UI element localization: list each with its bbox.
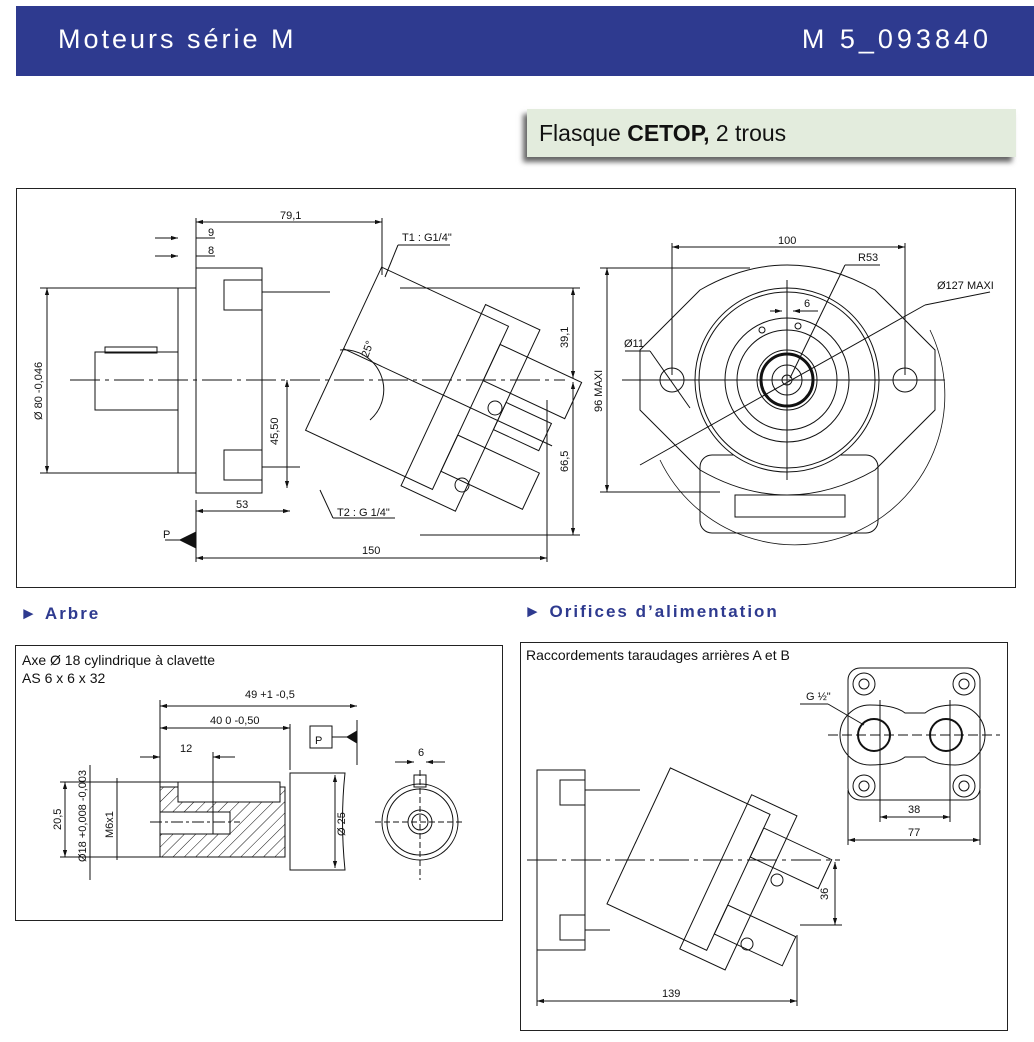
front-dimension-labels: 100 R53 Ø127 MAXI 6 Ø11 96 MAXI (593, 235, 994, 412)
port-thread-label: G ½" (806, 691, 831, 703)
subtitle-bold: CETOP, (627, 120, 710, 146)
dim-20-5: 20,5 (52, 809, 64, 830)
series-title: Moteurs série M (58, 24, 297, 54)
dim-150: 150 (362, 545, 380, 557)
dim-key-width-6: 6 (418, 747, 424, 759)
dim-100: 100 (778, 235, 796, 247)
datum-p-label: P (163, 529, 170, 541)
main-dimensions (40, 218, 580, 562)
dim-66-5: 66,5 (559, 451, 571, 472)
dim-45-50: 45,50 (269, 417, 281, 445)
dim-r53: R53 (858, 252, 878, 264)
port-t1-label: T1 : G1/4" (402, 232, 452, 244)
dim-diameter-25: Ø 25 (336, 812, 348, 836)
dim-79-1: 79,1 (280, 210, 301, 222)
ports-dimensions (536, 700, 981, 1006)
dim-139: 139 (662, 988, 680, 1000)
dim-53: 53 (236, 499, 248, 511)
product-code: M 5_093840 (801, 24, 992, 54)
front-dimensions (600, 243, 991, 493)
page-header: Moteurs série M M 5_093840 (16, 6, 1034, 76)
dim-38: 38 (908, 804, 920, 816)
dim-diameter-18: Ø18 +0,008 -0,003 (77, 770, 89, 862)
dim-m6x1: M6x1 (104, 811, 116, 838)
arbre-description: Axe Ø 18 cylindrique à clavette AS 6 x 6 … (22, 651, 215, 687)
dim-36: 36 (819, 888, 831, 900)
dim-96-maxi: 96 MAXI (593, 370, 605, 412)
orifices-note: Raccordements taraudages arrières A et B (526, 647, 790, 663)
arbre-line2: AS 6 x 6 x 32 (22, 670, 106, 686)
dim-39-1: 39,1 (559, 327, 571, 348)
port-t2-label: T2 : G 1/4" (337, 507, 390, 519)
motor-rear-ports-side-view (527, 767, 840, 971)
dim-40: 40 0 -0,50 (210, 715, 260, 727)
dim-8: 8 (208, 245, 214, 257)
subtitle-prefix: Flasque (539, 120, 628, 146)
shaft-dimensions (60, 700, 445, 880)
motor-front-view (622, 264, 946, 546)
dim-hole-11: Ø11 (624, 338, 644, 350)
port-plate-view (828, 667, 1000, 801)
dim-diameter-80: Ø 80 -0,046 (33, 362, 45, 420)
shaft-drawing (150, 720, 465, 880)
angle-25-label: 25° (360, 339, 377, 359)
section-arbre-heading: ► Arbre (20, 604, 101, 623)
motor-side-view (70, 266, 583, 512)
section-orifices-heading: ► Orifices d’alimentation (524, 602, 779, 621)
dim-127-maxi: Ø127 MAXI (937, 280, 994, 292)
dim-9: 9 (208, 227, 214, 239)
flange-subtitle: Flasque CETOP, 2 trous (527, 109, 1016, 157)
main-dimension-labels: 79,1 9 8 Ø 80 -0,046 39,1 66,5 45,50 53 … (33, 210, 571, 557)
ports-dimension-labels: G ½" 38 77 36 139 (662, 691, 920, 1000)
dim-77: 77 (908, 827, 920, 839)
datum-p-box-label: P (315, 735, 322, 747)
dim-12: 12 (180, 743, 192, 755)
subtitle-suffix: 2 trous (709, 120, 787, 146)
arbre-line1: Axe Ø 18 cylindrique à clavette (22, 652, 215, 668)
dim-key-6: 6 (804, 298, 810, 310)
dim-49: 49 +1 -0,5 (245, 689, 295, 701)
shaft-dimension-labels: 49 +1 -0,5 40 0 -0,50 12 P 20,5 Ø18 +0,0… (52, 689, 424, 862)
orifices-frame (520, 642, 1008, 1031)
